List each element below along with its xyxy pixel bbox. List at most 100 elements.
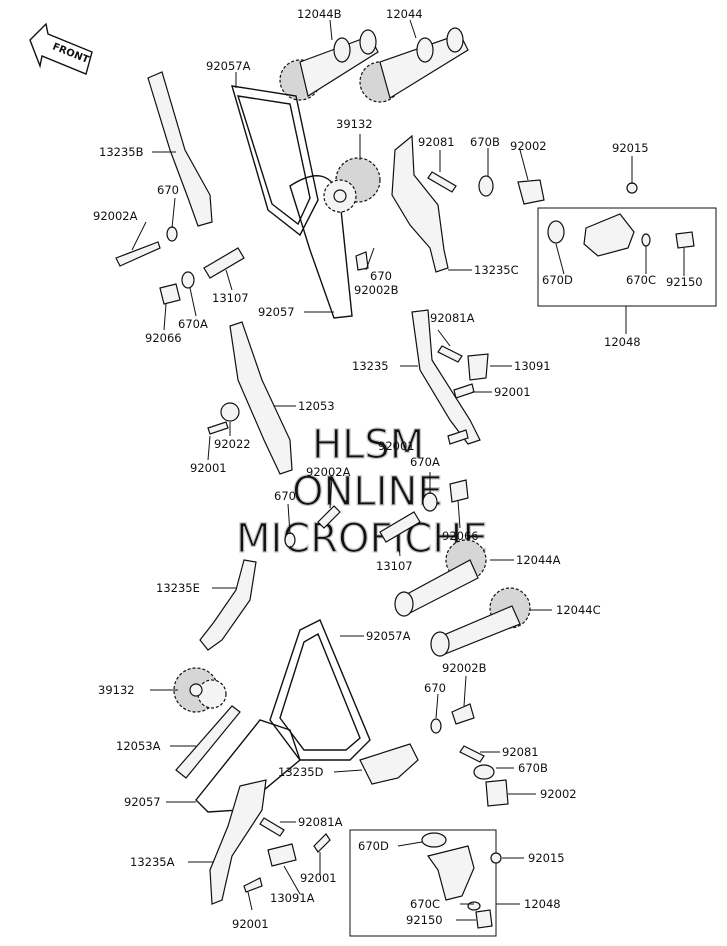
bolt-92002A-mid-icon <box>317 505 341 529</box>
o-ring-670B-low-icon <box>473 764 495 780</box>
callout-92002-low: 92002 <box>540 787 577 801</box>
cam-chain-92057A-low-icon <box>269 619 371 761</box>
bolt-92001-e-icon <box>243 877 263 893</box>
bolt-92002B-top-icon <box>355 251 369 271</box>
callout-92066-top: 92066 <box>145 331 182 345</box>
callout-92057A-low: 92057A <box>366 629 411 643</box>
callout-92150-top: 92150 <box>666 275 703 289</box>
callout-670D-top: 670D <box>542 273 573 287</box>
callout-92001-e: 92001 <box>232 917 269 931</box>
bolt-92002B-low-icon <box>451 703 475 725</box>
callout-13235D: 13235D <box>278 765 324 779</box>
callout-92081A-low: 92081A <box>298 815 343 829</box>
tensioner-arm-13235C-icon <box>391 134 449 273</box>
tensioner-12048-top-icon <box>583 213 635 257</box>
callout-12048-low: 12048 <box>524 897 561 911</box>
plug-92066-top-icon <box>159 283 181 305</box>
bolt-92015-low-icon <box>490 852 502 864</box>
watermark-line-1: HLSM <box>312 422 424 468</box>
camshaft-12044C-icon <box>430 587 531 657</box>
o-ring-670A-mid-icon <box>422 492 438 512</box>
callout-92001-d: 92001 <box>300 871 337 885</box>
o-ring-670-top-icon <box>166 226 178 242</box>
gear-39132-low-icon <box>173 667 227 713</box>
callout-13235A: 13235A <box>130 855 175 869</box>
leader-lines <box>131 19 685 921</box>
o-ring-670-bottom-icon <box>430 718 442 734</box>
callout-92057-top: 92057 <box>258 305 295 319</box>
callout-92150-low: 92150 <box>406 913 443 927</box>
callout-12053: 12053 <box>298 399 335 413</box>
callout-92002A-top: 92002A <box>93 209 138 223</box>
o-ring-670B-top-icon <box>478 175 494 197</box>
callout-92057-low: 92057 <box>124 795 161 809</box>
callout-13091: 13091 <box>514 359 551 373</box>
spring-92081-top-icon <box>427 171 457 193</box>
callout-13235E: 13235E <box>156 581 200 595</box>
callout-670C-low: 670C <box>410 897 440 911</box>
chain-guide-13235B-icon <box>147 71 213 227</box>
spring-92081A-low-icon <box>259 817 285 837</box>
callout-92002-top: 92002 <box>510 139 547 153</box>
callout-92081A-top: 92081A <box>430 311 475 325</box>
bolt-92001-a-icon <box>453 383 475 399</box>
bolt-92001-d-icon <box>313 833 331 853</box>
chain-guide-12053-icon <box>229 321 293 475</box>
callout-12048-top: 12048 <box>604 335 641 349</box>
camshaft-12044-icon <box>359 27 469 103</box>
camshaft-12044A-icon <box>394 539 487 617</box>
callout-92002A-mid: 92002A <box>306 465 351 479</box>
bolt-92002-low-icon <box>485 779 509 807</box>
bolt-92015-top-icon <box>626 182 638 194</box>
callout-92001-a: 92001 <box>494 385 531 399</box>
cap-92150-low-icon <box>475 909 493 929</box>
bolt-92002-top-icon <box>517 179 545 205</box>
callout-13235C: 13235C <box>474 263 519 277</box>
callout-92015-low: 92015 <box>528 851 565 865</box>
callout-92002B-top: 92002B <box>354 283 399 297</box>
callout-670-low: 670 <box>274 489 296 503</box>
callout-670-bottom: 670 <box>424 681 446 695</box>
callout-670C-top: 670C <box>626 273 656 287</box>
callout-92081-low: 92081 <box>502 745 539 759</box>
callout-670-mid: 670 <box>370 269 392 283</box>
tensioner-12048-low-icon <box>426 845 475 901</box>
callout-13235: 13235 <box>352 359 389 373</box>
bolt-92002A-top-icon <box>115 241 161 267</box>
pin-13107-top-icon <box>203 247 245 279</box>
gear-39132-top-icon <box>323 157 381 213</box>
callout-12044A: 12044A <box>516 553 561 567</box>
callout-92081-top: 92081 <box>418 135 455 149</box>
o-ring-670A-top-icon <box>181 271 195 289</box>
callout-92022: 92022 <box>214 437 251 451</box>
pin-13107-mid-icon <box>379 511 421 543</box>
callout-92015-top: 92015 <box>612 141 649 155</box>
callout-12053A: 12053A <box>116 739 161 753</box>
o-ring-670D-top-icon <box>547 220 565 244</box>
callout-13107-top: 13107 <box>212 291 249 305</box>
tensioner-arm-13235-icon <box>411 309 481 445</box>
callout-13107-mid: 13107 <box>376 559 413 573</box>
callout-labels: 12044B 12044 92057A 13235B 39132 92081 6… <box>93 7 703 931</box>
callout-13091A: 13091A <box>270 891 315 905</box>
callout-92002B-low: 92002B <box>442 661 487 675</box>
callout-670D-low: 670D <box>358 839 389 853</box>
cam-chain-92057A-top-inner <box>236 95 311 226</box>
callout-670-top: 670 <box>157 183 179 197</box>
callout-670B-top: 670B <box>470 135 500 149</box>
callout-92057A-top: 92057A <box>206 59 251 73</box>
callout-670A-mid: 670A <box>410 455 440 469</box>
o-ring-670D-low-icon <box>421 832 447 848</box>
chain-guide-13235E-icon <box>199 559 257 651</box>
watermark-line-2: ONLINE <box>292 469 443 515</box>
cam-chain-92057A-low-inner <box>279 632 361 751</box>
callout-92001-c: 92001 <box>378 439 415 453</box>
callout-39132-top: 39132 <box>336 117 373 131</box>
watermark-line-3: MICROFICHE <box>236 516 488 562</box>
camshaft-12044B-icon <box>279 29 379 101</box>
o-ring-670-low-icon <box>284 532 296 548</box>
tensioner-box-12048-low <box>349 829 497 937</box>
callout-12044: 12044 <box>386 7 423 21</box>
bolt-92001-c-icon <box>447 429 469 445</box>
